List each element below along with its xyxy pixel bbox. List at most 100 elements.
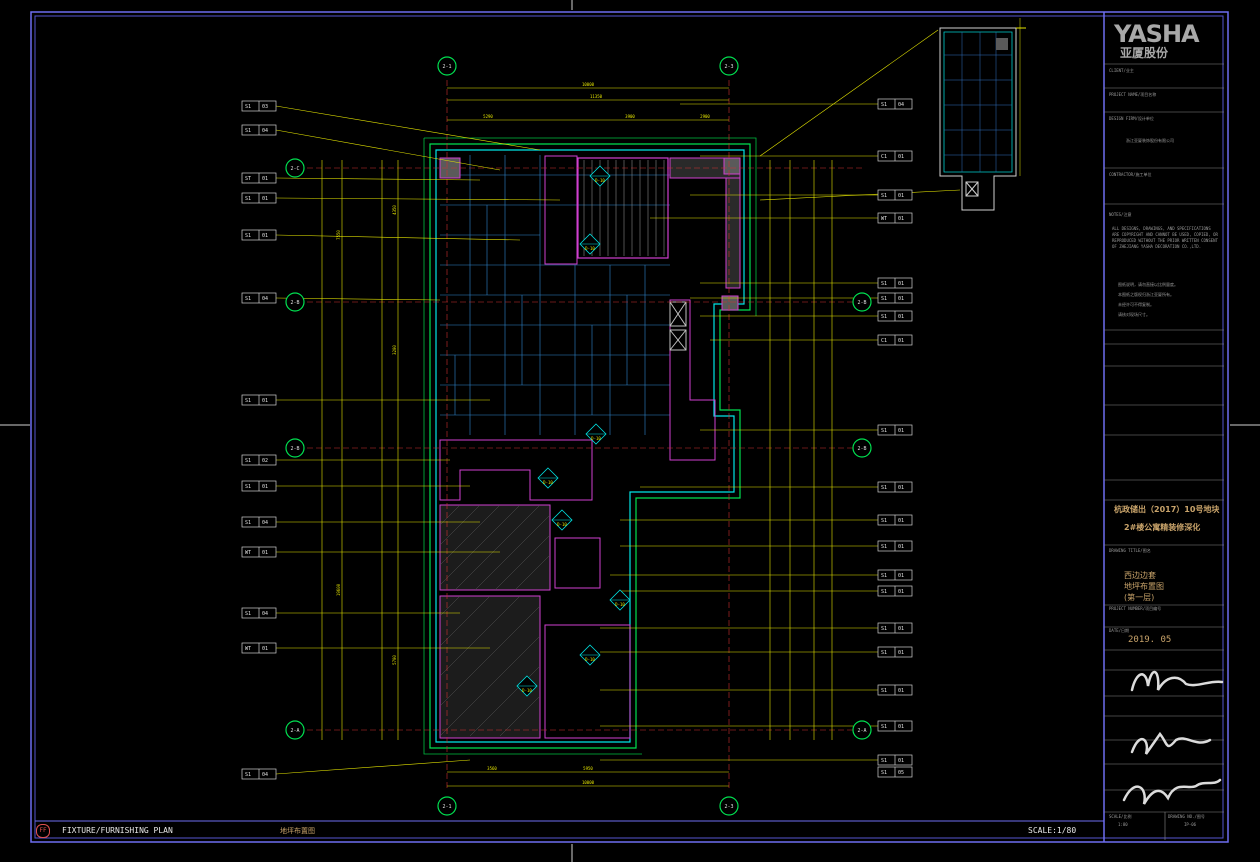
material-tag: S1 01 <box>877 189 913 201</box>
dimension-text: 3560 <box>487 766 497 771</box>
lower-closet <box>554 537 601 589</box>
material-tag-code: S1 <box>245 458 251 464</box>
scale-value: 1:80 <box>1118 822 1128 827</box>
dimension-text: 10000 <box>582 82 595 87</box>
material-tag-code: S1 <box>881 193 887 199</box>
detail-marker-label: D-10 <box>595 178 605 183</box>
design-firm: 浙江亚厦装饰股份有限公司 <box>1126 138 1174 143</box>
material-tag-number: 05 <box>898 770 904 776</box>
grid-bubble: 2-B <box>852 438 872 458</box>
material-tag-code: S1 <box>881 573 887 579</box>
detail-marker-label: D-10 <box>615 602 625 607</box>
material-tag-code: S1 <box>881 428 887 434</box>
note-cn-1: 图纸说明，请勿直接以比例量度。 <box>1118 282 1178 287</box>
material-tag-number: 01 <box>898 688 904 694</box>
material-tag-code: S1 <box>881 724 887 730</box>
detail-marker-label: D-10 <box>585 657 595 662</box>
material-tag-code: S1 <box>245 772 251 778</box>
bath-upper <box>544 155 578 265</box>
detail-marker: D-10 <box>579 644 601 666</box>
material-tag-code: S1 <box>245 128 251 134</box>
dimension-text: 2900 <box>700 114 710 119</box>
material-tag-code: S1 <box>245 520 251 526</box>
wood-floor-room <box>577 157 669 259</box>
copyright-notes: ALL DESIGNS, DRAWINGS, AND SPECIFICATION… <box>1112 226 1218 249</box>
exterior-wall-line <box>424 137 757 316</box>
exterior-wall-outer <box>429 143 751 749</box>
material-tag-code: S1 <box>881 281 887 287</box>
detail-marker: D-10 <box>589 165 611 187</box>
detail-marker: D-10 <box>516 675 538 697</box>
material-tag-code: S1 <box>881 544 887 550</box>
grid-bubble: 2-B <box>285 438 305 458</box>
project-name-line-2: 2#楼公寓精装修深化 <box>1124 523 1201 532</box>
grid-bubble: 2-1 <box>437 796 457 816</box>
drawing-title-1: 西边边套 <box>1124 571 1156 580</box>
field-scale: SCALE/比例 <box>1109 814 1132 819</box>
material-tag-code: S1 <box>881 102 887 108</box>
title-block: YASHA 亚厦股份 CLIENT/业主 PROJECT NAME/项目名称 D… <box>1104 14 1224 840</box>
material-tag-number: 01 <box>898 518 904 524</box>
dimension-text: 10000 <box>582 780 595 785</box>
material-tag-number: 01 <box>898 314 904 320</box>
grid-bubble: 2-3 <box>719 56 739 76</box>
material-tag-code: S1 <box>881 758 887 764</box>
material-tag-number: 04 <box>262 611 268 617</box>
field-drawing-number: DRAWING NO./图号 <box>1168 814 1205 819</box>
note-cn-3: 未经许可不得复制。 <box>1118 302 1154 307</box>
storage-x-line <box>669 301 687 327</box>
note-cn-4: 请核对现场尺寸。 <box>1118 312 1150 317</box>
field-drawing-title: DRAWING TITLE/图名 <box>1109 548 1151 553</box>
exterior-wall-inner <box>435 149 745 743</box>
detail-marker-label: D-10 <box>543 480 553 485</box>
material-tag: S1 01 <box>877 310 913 322</box>
grid-bubble: 2-B <box>285 292 305 312</box>
material-tag-number: 01 <box>898 193 904 199</box>
material-tag-code: S1 <box>245 196 251 202</box>
material-tag-number: 01 <box>898 589 904 595</box>
material-tag-code: S1 <box>881 518 887 524</box>
detail-marker: D-10 <box>579 233 601 255</box>
material-tag-number: 04 <box>262 772 268 778</box>
material-tag-code: S1 <box>245 104 251 110</box>
material-tag-number: 04 <box>262 520 268 526</box>
grid-bubble: 2-A <box>285 720 305 740</box>
grid-bubble-label: 2-3 <box>724 804 733 810</box>
field-design: DESIGN FIRM/设计单位 <box>1109 116 1154 121</box>
plan-title-cn: 地坪布置图 <box>280 827 315 835</box>
material-tag-code: S1 <box>881 485 887 491</box>
material-tag-number: 01 <box>262 550 268 556</box>
detail-marker: D-10 <box>609 589 631 611</box>
field-notes: NOTES/注意 <box>1109 212 1132 217</box>
dimension-text: 4350 <box>392 205 397 215</box>
material-tag-number: 01 <box>898 626 904 632</box>
grid-bubble-label: 2-B <box>290 446 299 452</box>
material-tag-code: WT <box>881 216 887 222</box>
material-tag-code: S1 <box>881 770 887 776</box>
company-logo: YASHA <box>1114 20 1200 48</box>
detail-marker: D-10 <box>585 423 607 445</box>
grid-bubble-label: 2-B <box>290 300 299 306</box>
grid-bubble-label: 2-1 <box>442 804 451 810</box>
column-mid-right <box>721 295 739 311</box>
material-tag-code: S1 <box>881 314 887 320</box>
detail-marker-label: D-10 <box>591 436 601 441</box>
material-tag-code: S1 <box>881 589 887 595</box>
material-tag-code: S1 <box>245 233 251 239</box>
drawing-number: IP-06 <box>1184 822 1197 827</box>
material-tag-number: 01 <box>898 724 904 730</box>
material-tag-code: S1 <box>245 398 251 404</box>
